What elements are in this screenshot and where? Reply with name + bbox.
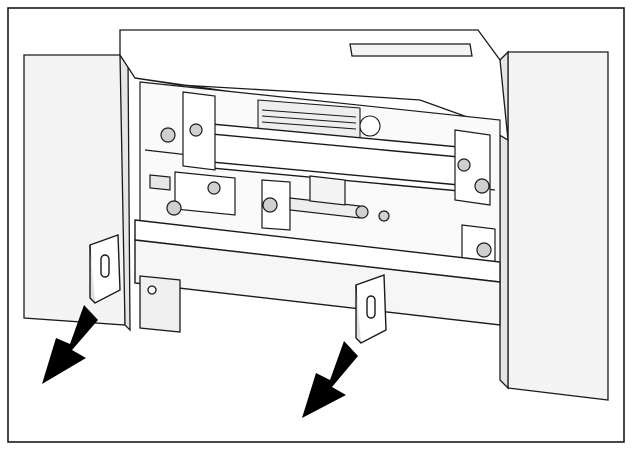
front-lower-beam [134,219,501,326]
center-bracket [355,274,387,344]
left-hinge-plate [160,91,216,171]
right-side-panel [499,50,609,401]
right-hinge-plate [454,129,491,206]
removal-arrow-left [42,305,98,384]
removal-arrow-right [302,341,358,418]
left-linkage [149,171,236,216]
right-lower-clamp [461,224,496,269]
left-bracket [89,234,121,304]
machine-hood [119,29,509,142]
left-foot-block [139,275,181,333]
actuator-rod [261,175,390,231]
